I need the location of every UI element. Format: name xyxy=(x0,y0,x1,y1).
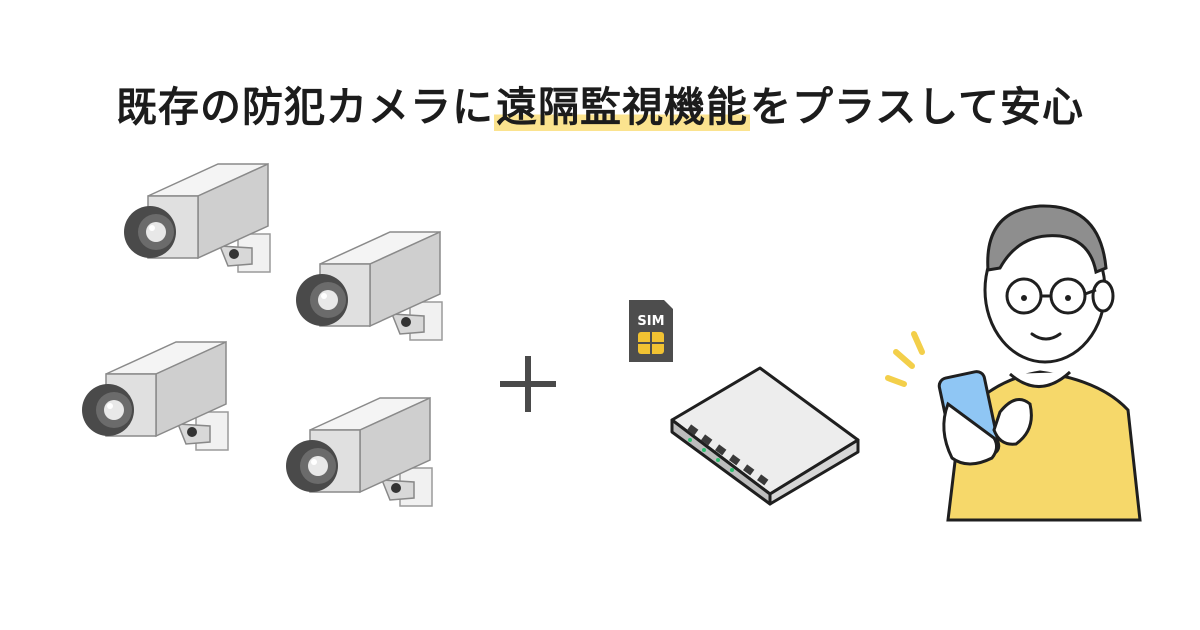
security-camera-icon xyxy=(295,231,443,341)
network-switch-icon xyxy=(670,366,860,506)
security-camera-icon xyxy=(285,397,433,507)
sim-card-icon: SIM xyxy=(629,300,673,362)
plus-icon xyxy=(500,356,556,412)
title-suffix: をプラスして安心 xyxy=(750,83,1084,132)
title-highlight: 遠隔監視機能 xyxy=(494,83,751,132)
security-camera-icon xyxy=(123,163,271,273)
sim-label: SIM xyxy=(637,314,664,329)
title-prefix: 既存の防犯カメラに xyxy=(116,83,495,132)
man-with-smartphone-icon xyxy=(885,204,1142,522)
page-title: 既存の防犯カメラに遠隔監視機能をプラスして安心 xyxy=(0,73,1200,133)
security-camera-icon xyxy=(81,341,229,451)
